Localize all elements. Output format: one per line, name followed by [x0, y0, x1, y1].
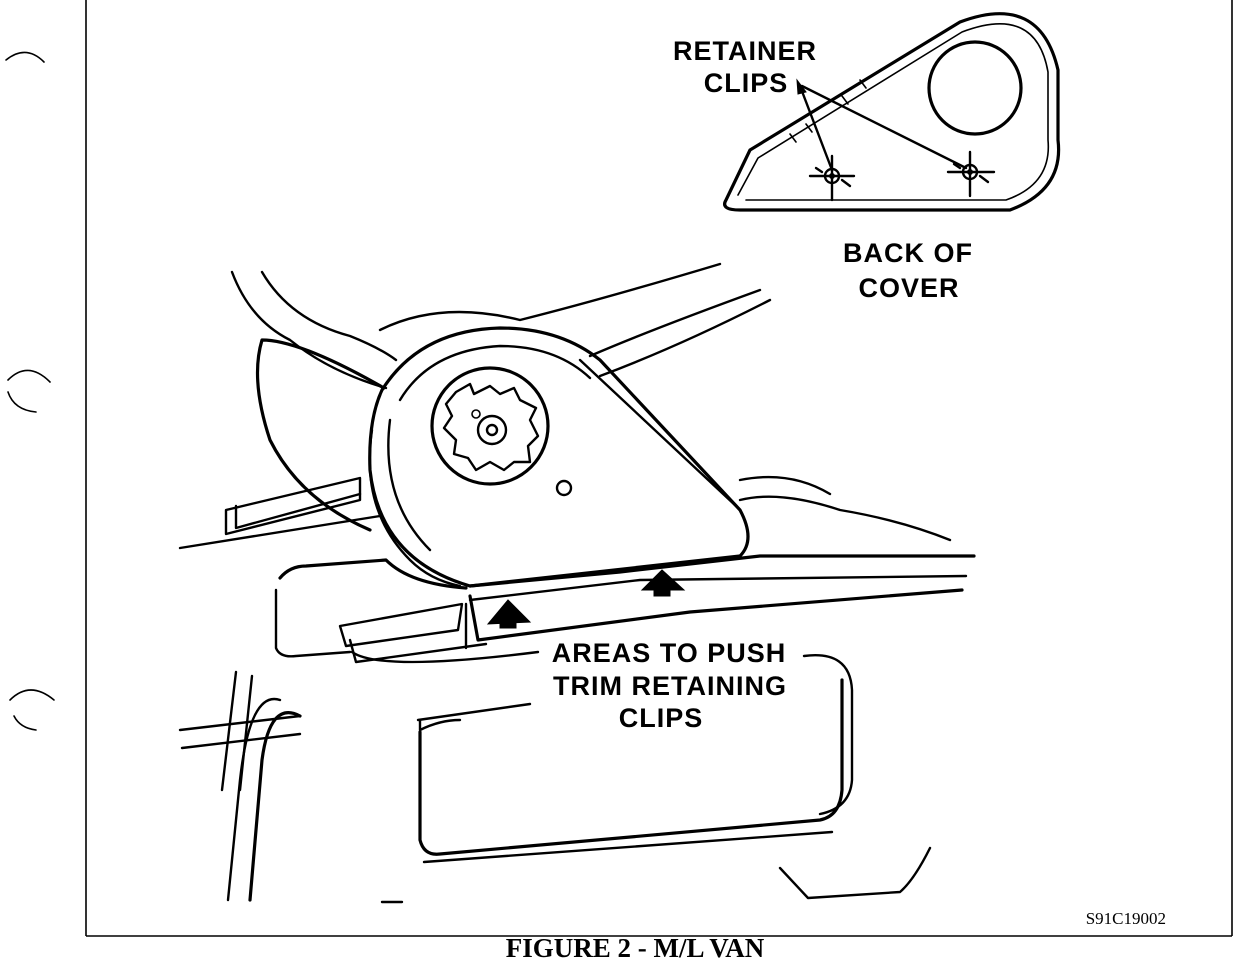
drawing-frame [85, 0, 1233, 937]
retainer-clip-left [808, 154, 856, 202]
binder-holes [5, 51, 55, 731]
back-of-cover-label-line1: BACK OF [843, 238, 973, 268]
push-arrow-left-stem [499, 619, 517, 629]
figure-caption: FIGURE 2 - M/L VAN [506, 933, 765, 963]
areas-to-push-label-line2: TRIM RETAINING [553, 671, 787, 701]
retainer-clips-label-line1: RETAINER [673, 36, 817, 66]
back-of-cover-inset [723, 12, 1061, 212]
areas-to-push-label-line3: CLIPS [619, 703, 704, 733]
push-arrow-right-stem [653, 587, 671, 597]
hinge-hole [555, 479, 573, 497]
recliner-gear [430, 366, 550, 486]
retainer-clip-right [946, 150, 996, 198]
retainer-clips-label-line2: CLIPS [704, 68, 789, 98]
binder-hole-top [5, 51, 45, 63]
back-of-cover-label-line2: COVER [858, 273, 959, 303]
binder-hole-bottom [9, 689, 55, 731]
figure-code: S91C19002 [1086, 909, 1166, 928]
binder-hole-middle [7, 369, 51, 413]
areas-to-push-label-line1: AREAS TO PUSH [552, 638, 787, 668]
seat-hinge-illustration [178, 262, 976, 904]
